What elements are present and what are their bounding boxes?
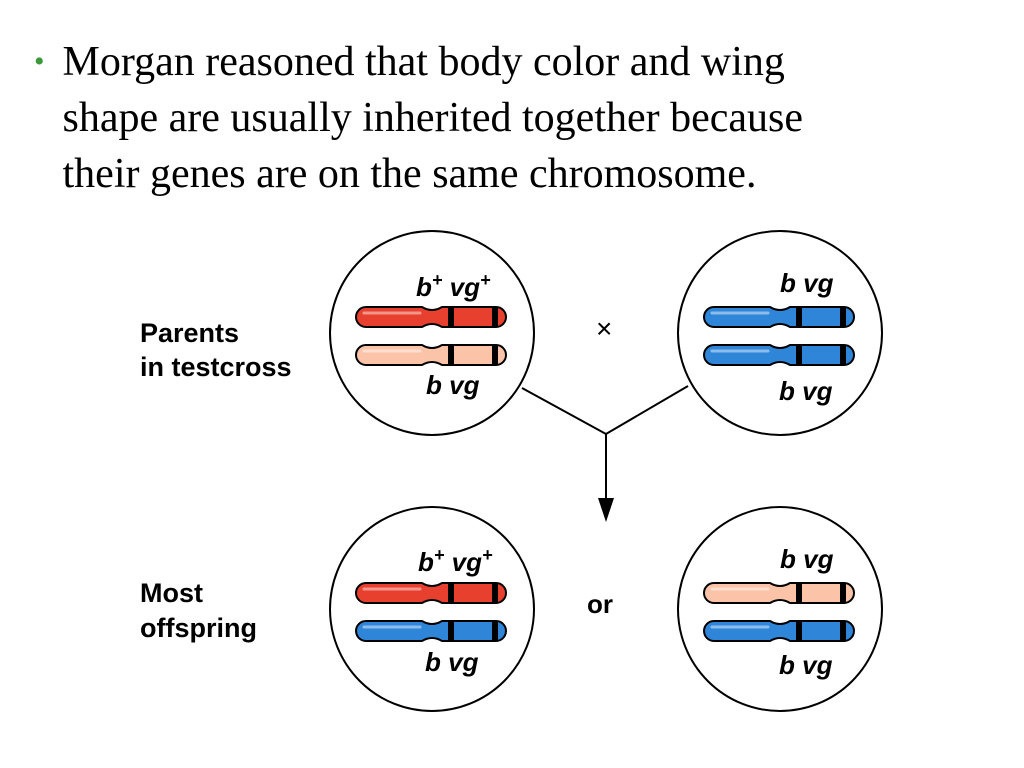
parents-label-line1: Parents — [140, 318, 239, 348]
chromosome-bottom — [355, 620, 507, 642]
allele-label-top: b+ vg+ — [418, 545, 493, 577]
chromosome-top — [703, 582, 855, 604]
chromosome-bottom — [703, 344, 855, 366]
cell-offspring-left: b+ vg+ b vg — [329, 506, 535, 712]
chromosome-bottom — [355, 344, 507, 366]
offspring-label-line1: Most — [140, 578, 203, 608]
cross-connector-line — [521, 385, 689, 436]
allele-label-bottom: b vg — [779, 376, 833, 406]
allele-label-bottom: b vg — [426, 370, 480, 400]
bullet-text: Morgan reasoned that body color and wing… — [62, 39, 804, 197]
offspring-label-line2: offspring — [140, 613, 257, 643]
chromosome-top — [703, 306, 855, 328]
parents-label-line2: in testcross — [140, 352, 292, 382]
chromosome-bottom — [703, 620, 855, 642]
allele-label-bottom: b vg — [779, 650, 833, 680]
allele-label-top: b vg — [780, 268, 834, 298]
allele-label-top: b vg — [780, 544, 834, 574]
arrow-down-icon — [598, 498, 614, 522]
cross-symbol: × — [596, 313, 612, 344]
allele-label-top: b+ vg+ — [416, 270, 491, 302]
cell-parent-right: b vg b vg — [677, 230, 883, 436]
bullet-point: • Morgan reasoned that body color and wi… — [34, 34, 974, 202]
cell-parent-left: b+ vg+ b vg — [329, 230, 535, 436]
chromosome-top — [355, 582, 507, 604]
cell-offspring-right: b vg b vg — [677, 506, 883, 712]
or-label: or — [587, 589, 613, 619]
chromosome-top — [355, 306, 507, 328]
bullet-dot-icon: • — [34, 45, 45, 78]
allele-label-bottom: b vg — [425, 647, 479, 677]
